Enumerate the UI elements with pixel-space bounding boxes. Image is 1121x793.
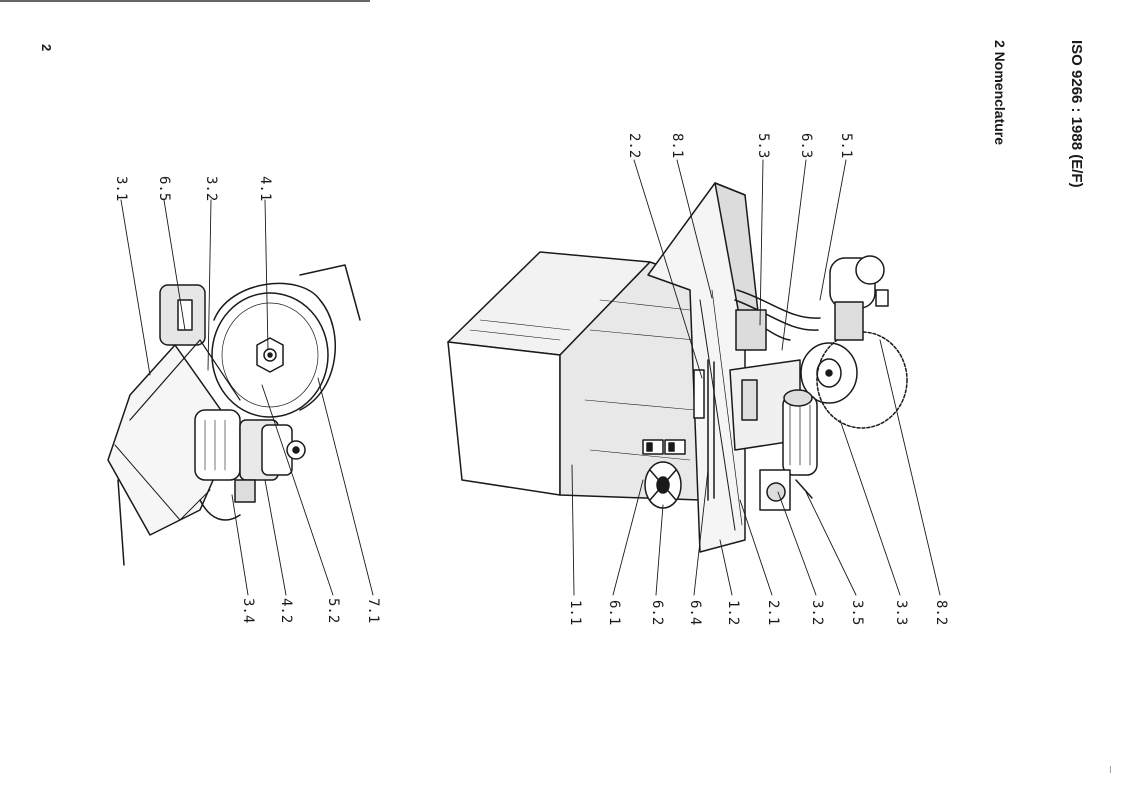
machine-leader-lines xyxy=(571,159,941,596)
edge-mark: I xyxy=(1109,765,1112,776)
detail-mechanism xyxy=(107,264,361,566)
rail-assembly xyxy=(693,359,715,501)
detail-leader-lines xyxy=(120,199,374,596)
top-rule xyxy=(0,0,370,2)
machine-table-top xyxy=(647,182,761,553)
grinding-head xyxy=(729,255,908,511)
control-panel xyxy=(642,439,686,509)
detail-grinding-wheel xyxy=(211,282,337,418)
machine-cabinet xyxy=(447,251,701,501)
